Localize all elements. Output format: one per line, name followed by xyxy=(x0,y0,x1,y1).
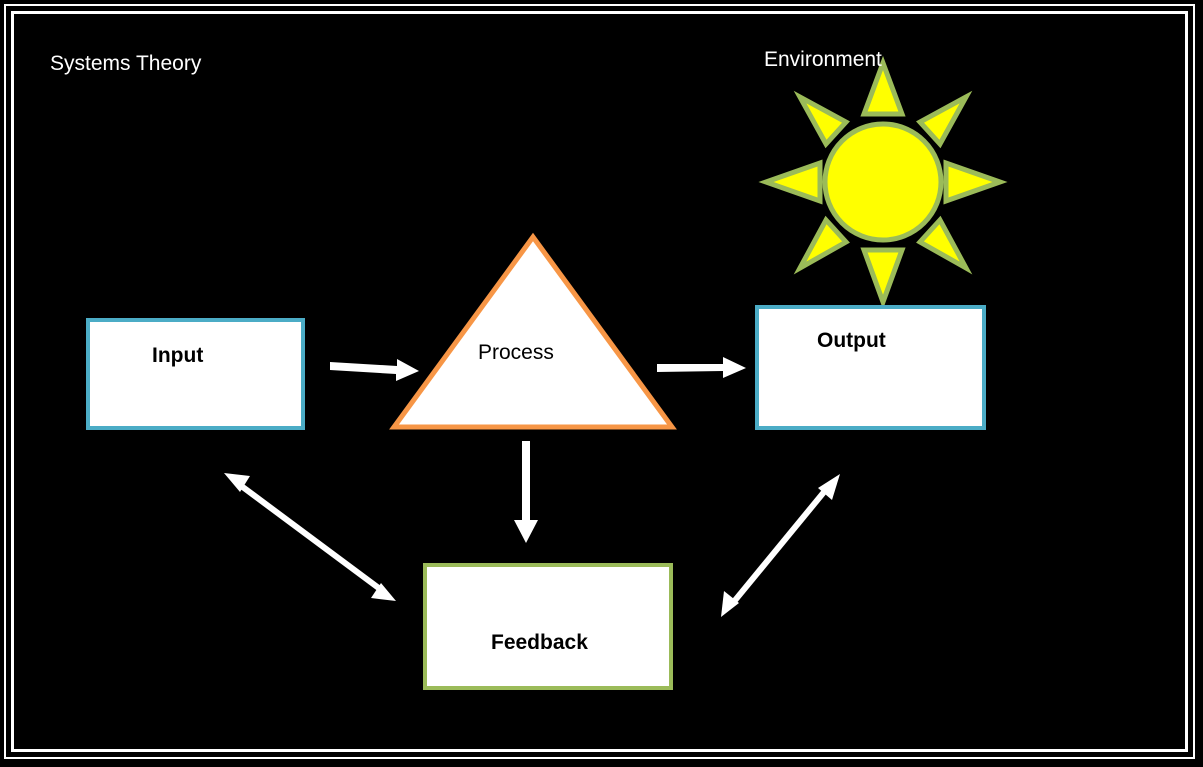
inner-frame-border xyxy=(11,11,1188,752)
arrow-process-to-output xyxy=(657,357,746,378)
arrow-input-feedback-line xyxy=(238,482,382,592)
process-label: Process xyxy=(478,341,554,364)
arrow-process-to-feedback xyxy=(514,441,538,543)
output-label: Output xyxy=(817,329,886,352)
input-box: Input xyxy=(86,318,305,430)
arrow-output-feedback-line xyxy=(729,490,827,606)
output-box: Output xyxy=(755,305,986,430)
arrow-head-input-end xyxy=(224,473,250,492)
feedback-label: Feedback xyxy=(491,631,588,654)
arrow-head-feedback-right-end xyxy=(721,591,739,617)
outer-frame-border xyxy=(4,4,1195,759)
arrow-input-to-process xyxy=(330,359,419,381)
input-label: Input xyxy=(152,344,204,367)
arrow-head-output-end xyxy=(818,474,840,500)
diagram-title: Systems Theory xyxy=(50,52,202,75)
feedback-box: Feedback xyxy=(423,563,673,690)
arrow-head-feedback-left-end xyxy=(371,583,396,601)
environment-label: Environment xyxy=(764,48,882,71)
